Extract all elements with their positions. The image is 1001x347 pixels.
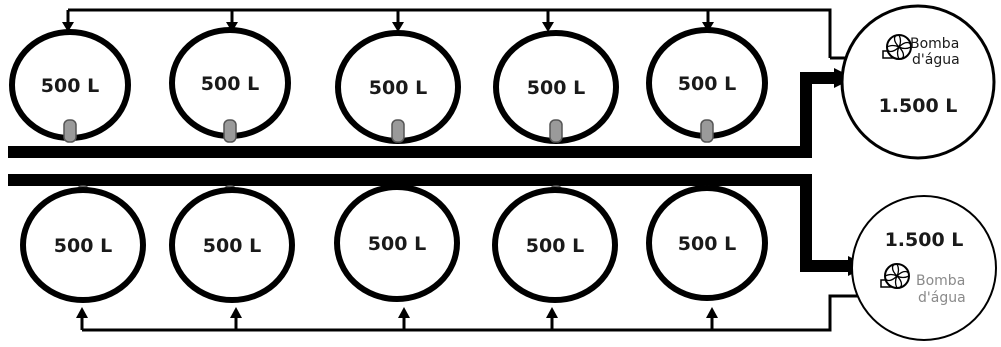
bottom-feed-arrow-4 (546, 307, 558, 330)
top-tank-3-label: 500 L (369, 77, 427, 99)
top-feed-arrows (62, 10, 714, 32)
bottom-tank-1: 500 L (20, 187, 146, 303)
top-pump-label-line2: d'água (912, 52, 960, 68)
top-feed-arrow-4 (542, 10, 554, 32)
top-valve-5 (700, 119, 714, 143)
top-tank-5-label: 500 L (678, 73, 736, 95)
bottom-tank-5: 500 L (646, 185, 768, 301)
bottom-tank-4: 500 L (492, 187, 618, 303)
bottom-reservoir: 1.500 L Bomba d'água (851, 195, 997, 341)
bottom-tank-2: 500 L (169, 187, 295, 303)
top-valve-2 (223, 119, 237, 143)
bottom-tanks: 500 L 500 L 500 L 500 L 500 L (20, 184, 768, 303)
bottom-pump-label-line1: Bomba (916, 273, 965, 289)
top-reservoir: Bomba d'água 1.500 L (840, 4, 996, 160)
top-tank-2-label: 500 L (201, 73, 259, 95)
top-valves (63, 119, 714, 143)
bottom-tank-4-label: 500 L (526, 235, 584, 257)
top-valve-3 (391, 119, 405, 143)
bottom-tank-2-label: 500 L (203, 235, 261, 257)
top-feed-arrow-5 (702, 10, 714, 32)
bottom-feed-arrow-5 (706, 307, 718, 330)
top-valve-4 (549, 119, 563, 143)
bottom-feed-arrow-3 (398, 307, 410, 330)
bottom-feed-arrows (76, 307, 718, 330)
top-feed-arrow-1 (62, 10, 74, 32)
fan-icon (882, 34, 912, 60)
top-feed-arrow-2 (226, 10, 238, 32)
top-tank-4-label: 500 L (527, 77, 585, 99)
top-tank-1-label: 500 L (41, 75, 99, 97)
bottom-tank-3: 500 L (334, 184, 460, 302)
top-reservoir-capacity: 1.500 L (879, 95, 958, 117)
top-tanks: 500 L 500 L 500 L 500 L 500 L (9, 27, 768, 144)
bottom-feed-arrow-2 (230, 307, 242, 330)
bottom-feed-arrow-1 (76, 307, 88, 330)
bottom-feed-line (82, 294, 864, 332)
top-feed-arrow-3 (392, 10, 404, 32)
bottom-reservoir-capacity: 1.500 L (885, 229, 964, 251)
bottom-tank-5-label: 500 L (678, 233, 736, 255)
bottom-tank-1-label: 500 L (54, 235, 112, 257)
bottom-tank-3-label: 500 L (368, 233, 426, 255)
top-valve-1 (63, 119, 77, 143)
fan-icon (880, 263, 910, 289)
bottom-pump-label-line2: d'água (918, 290, 966, 306)
top-pump-label-line1: Bomba (910, 36, 959, 52)
